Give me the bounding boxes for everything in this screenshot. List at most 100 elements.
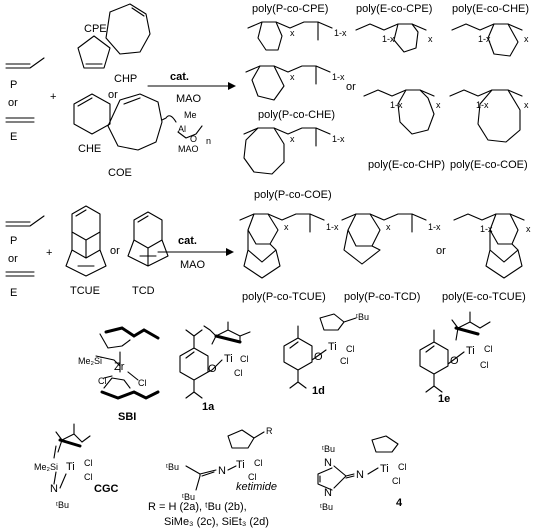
- svg-text:ᵗBu: ᵗBu: [166, 462, 179, 472]
- svg-text:R: R: [266, 426, 273, 436]
- catalyst-1e: Ti Cl Cl O 1e: [419, 311, 493, 405]
- or-label: or: [108, 89, 118, 101]
- catalyst-ketimide: R Ti Cl Cl N ᵗBu ᵗBu ketimide: [166, 426, 277, 502]
- catalyst-cgc: Me₂Si Ti Cl Cl N ᵗBu CGC: [34, 423, 119, 510]
- svg-text:Al: Al: [178, 124, 186, 134]
- poly-e-co-tcue-label: poly(E-co-TCUE): [442, 291, 526, 303]
- catalyst-cgc-label: CGC: [94, 483, 119, 495]
- svg-text:Ti: Ti: [328, 341, 337, 353]
- monomer-p-label: P: [10, 235, 17, 247]
- svg-text:Cl: Cl: [98, 376, 107, 386]
- catalyst-label: cat.: [178, 235, 197, 247]
- monomer-e-label: E: [10, 131, 17, 143]
- svg-text:N: N: [324, 487, 332, 499]
- mao-structure: [161, 115, 203, 139]
- svg-text:1-x: 1-x: [478, 34, 491, 44]
- poly-p-co-tcd-label: poly(P-co-TCD): [344, 291, 420, 303]
- tcue-structure: [71, 205, 101, 241]
- catalyst-4: Ti Cl Cl N ᵗBu ᵗBu N N 4: [317, 435, 407, 512]
- svg-text:x: x: [284, 222, 289, 232]
- coe-unit: [477, 89, 521, 143]
- catalyst-1a-label: 1a: [202, 401, 215, 413]
- svg-text:n: n: [206, 136, 211, 146]
- svg-text:1-x: 1-x: [334, 28, 347, 38]
- or-label: or: [8, 97, 18, 109]
- propylene-structure: [5, 57, 45, 69]
- svg-text:x: x: [428, 34, 433, 44]
- arrow-head-icon: [228, 82, 236, 90]
- or-label: or: [110, 245, 120, 257]
- cpe-label: CPE: [84, 23, 107, 35]
- plus-sign: +: [46, 247, 52, 259]
- tcue-unit: [485, 213, 523, 279]
- svg-text:x: x: [526, 224, 531, 234]
- svg-text:Ti: Ti: [380, 463, 389, 475]
- svg-text:x: x: [290, 28, 295, 38]
- coe-label: COE: [108, 167, 132, 179]
- svg-text:1-x: 1-x: [332, 72, 345, 82]
- svg-text:x: x: [436, 100, 441, 110]
- svg-text:Cl: Cl: [398, 462, 407, 472]
- mao-label: MAO: [180, 259, 206, 271]
- svg-text:Cl: Cl: [392, 476, 401, 486]
- svg-text:Ti: Ti: [466, 345, 475, 357]
- svg-text:Cl: Cl: [84, 458, 93, 468]
- che-label: CHE: [78, 143, 101, 155]
- svg-text:Cl: Cl: [240, 354, 249, 364]
- or-label: or: [8, 253, 18, 265]
- r-definition-line2: SiMe₃ (2c), SiEt₃ (2d): [164, 516, 269, 528]
- catalyst-1d: ᵗBu Ti Cl Cl O 1d: [283, 312, 369, 397]
- poly-p-co-tcue-label: poly(P-co-TCUE): [242, 291, 326, 303]
- svg-text:Me: Me: [184, 110, 197, 120]
- svg-text:Cl: Cl: [248, 472, 257, 482]
- catalyst-1a: Ti Cl Cl O 1a: [179, 321, 251, 413]
- monomer-e-label: E: [10, 287, 17, 299]
- svg-text:Ti: Ti: [236, 459, 245, 471]
- tcd-unit: [343, 213, 381, 265]
- svg-text:ᵗBu: ᵗBu: [182, 492, 195, 502]
- svg-text:N: N: [50, 483, 58, 495]
- tcue-label: TCUE: [70, 285, 100, 297]
- catalyst-4-label: 4: [396, 497, 403, 509]
- svg-text:Cl: Cl: [484, 344, 493, 354]
- svg-text:Cl: Cl: [138, 378, 147, 388]
- che-ring: [73, 93, 111, 135]
- svg-text:Zr: Zr: [114, 361, 125, 373]
- svg-text:1-x: 1-x: [390, 100, 403, 110]
- chp-label: CHP: [114, 73, 137, 85]
- ethylene-structure: [5, 117, 35, 123]
- tcue-unit: [243, 213, 281, 279]
- svg-text:Cl: Cl: [234, 368, 243, 378]
- arrow-head-icon: [226, 248, 234, 256]
- svg-text:MAO: MAO: [178, 144, 199, 154]
- chp-ring: [105, 3, 151, 55]
- or-label: or: [436, 245, 446, 257]
- svg-text:ᵗBu: ᵗBu: [56, 500, 69, 510]
- chp-unit: [397, 89, 435, 135]
- catalyst-1d-label: 1d: [312, 385, 325, 397]
- catalyst-label: cat.: [170, 71, 189, 83]
- cpe-unit: [257, 21, 283, 51]
- cpe-ring: [77, 35, 111, 69]
- or-label: or: [346, 81, 356, 93]
- svg-text:x: x: [290, 72, 295, 82]
- section1-products: poly(P-co-CPE) x 1-x x 1-x poly(P-co-CHE…: [243, 3, 529, 201]
- catalyst-sbi-label: SBI: [118, 411, 136, 423]
- svg-text:Ti: Ti: [66, 461, 75, 473]
- svg-text:1-x: 1-x: [428, 222, 441, 232]
- ethylene-structure: [5, 271, 35, 277]
- section1-arrow: cat. MAO Me Al O MAO n: [147, 71, 236, 154]
- svg-text:O: O: [450, 355, 459, 367]
- svg-text:1-x: 1-x: [332, 134, 345, 144]
- svg-text:Me₂Si: Me₂Si: [34, 462, 58, 472]
- svg-text:O: O: [190, 134, 197, 144]
- svg-text:Me₂Si: Me₂Si: [78, 356, 102, 366]
- svg-text:1-x: 1-x: [476, 100, 489, 110]
- coe-unit: [243, 127, 285, 175]
- catalyst-sbi: Me₂Si Zr Cl Cl SBI: [78, 326, 160, 423]
- svg-text:1-x: 1-x: [480, 224, 493, 234]
- svg-text:Cl: Cl: [254, 458, 263, 468]
- svg-text:Ti: Ti: [224, 353, 233, 365]
- section2-arrow: cat. MAO: [157, 235, 234, 271]
